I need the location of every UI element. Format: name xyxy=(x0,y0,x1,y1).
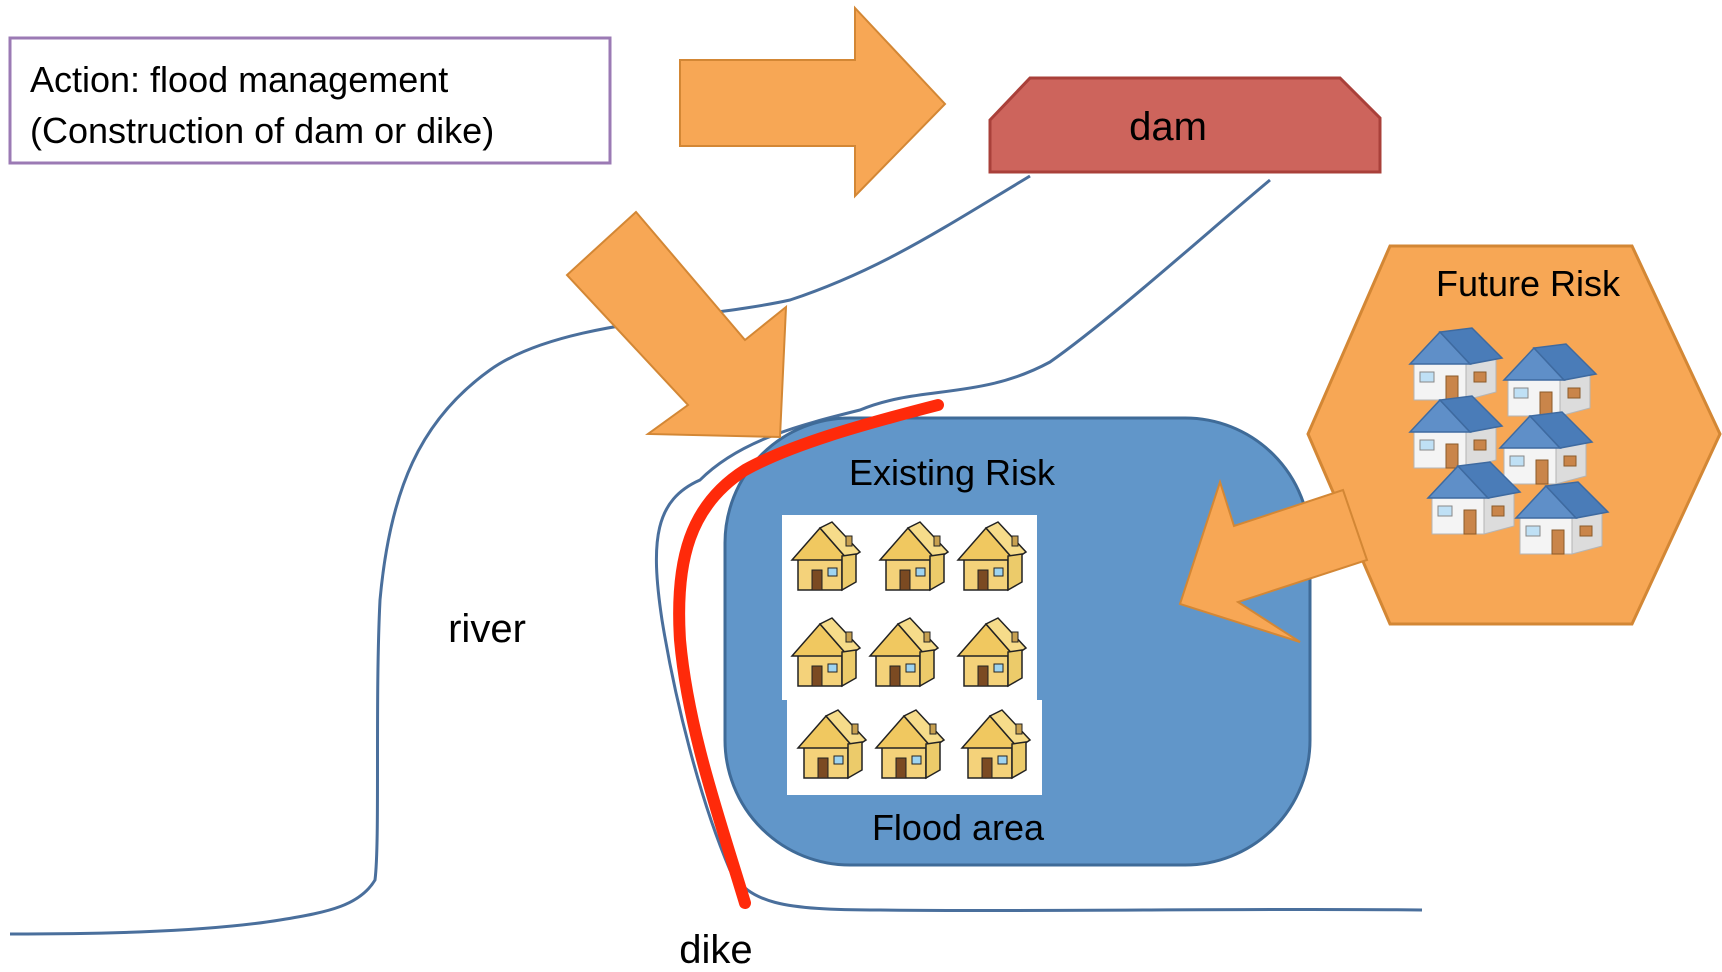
action-box-line2: (Construction of dam or dike) xyxy=(30,110,494,151)
river-bank-left xyxy=(9,174,1031,936)
action-box-line1: Action: flood management xyxy=(30,59,448,100)
arrow-future-to-flood xyxy=(1178,478,1369,643)
existing-houses xyxy=(782,515,1042,795)
river-bank-right xyxy=(654,178,1423,913)
dike-line xyxy=(673,399,944,909)
existing-risk-label: Existing Risk xyxy=(849,452,1056,493)
flood-area-label: Flood area xyxy=(872,807,1045,848)
river-label: river xyxy=(448,607,526,651)
arrow-to-dike xyxy=(565,210,788,439)
action-box xyxy=(8,36,612,165)
dike-label: dike xyxy=(679,928,752,972)
arrow-to-dam xyxy=(679,5,947,199)
dam-label: dam xyxy=(1129,105,1207,149)
future-risk-label: Future Risk xyxy=(1436,263,1621,304)
dam-shape xyxy=(988,76,1382,174)
